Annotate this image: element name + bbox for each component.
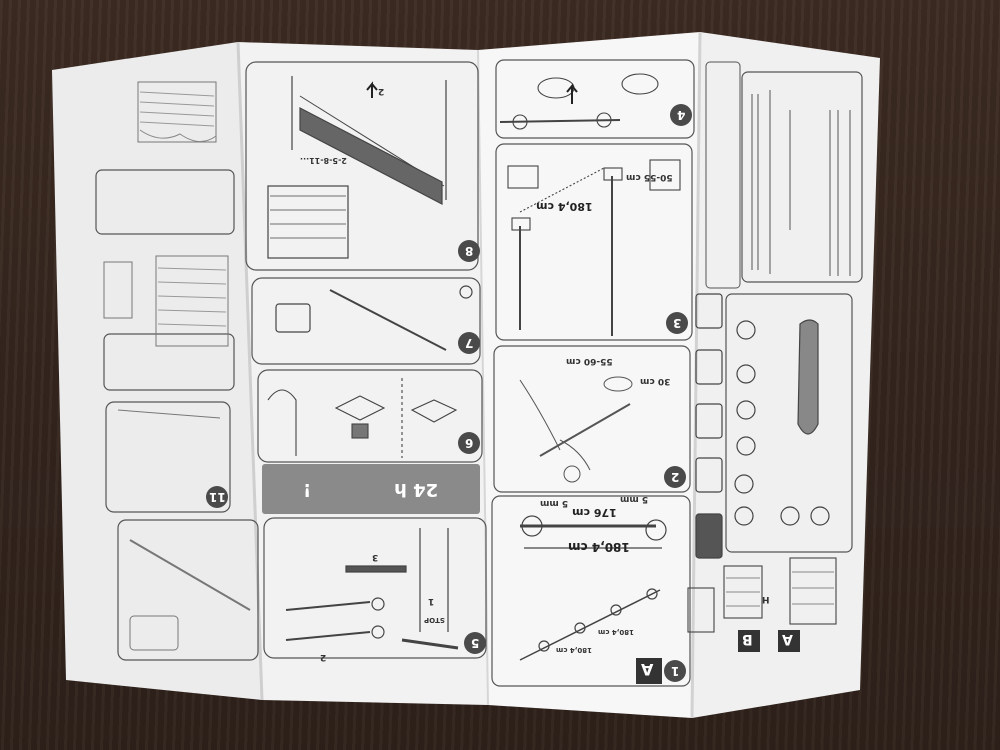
height-range-1-label: 50-55 cm — [626, 172, 673, 182]
variant-b-box — [738, 630, 760, 652]
variant-a-letter: A — [641, 660, 654, 679]
warning-icon: ! — [303, 478, 312, 500]
step-5-sub-1: 1 — [428, 596, 435, 606]
step-7-number: 7 — [458, 332, 480, 354]
step-5-sub-2: 2 — [320, 652, 327, 662]
frame-step-8 — [245, 61, 479, 271]
step-6-number: 6 — [458, 432, 480, 454]
rail-width-label: 176 cm — [572, 506, 617, 519]
variant-a-box — [636, 658, 662, 684]
gap-left-label: 5 mm — [540, 498, 569, 508]
ceiling-distance-label: 30 cm — [640, 376, 671, 386]
panel-far-left — [52, 42, 262, 700]
step-5-number: 5 — [464, 632, 486, 654]
segment-3-label: 180,4 cm — [598, 628, 635, 636]
panel-right — [692, 32, 880, 718]
gap-right-label: 5 mm — [620, 494, 649, 504]
step-1-number: 1 — [664, 660, 686, 682]
step-11-number: 11 — [206, 486, 228, 508]
drying-time-label: 24 h — [394, 478, 439, 500]
frame-step-11 — [105, 401, 231, 513]
frame-step-12 — [117, 519, 259, 661]
frame-step-9 — [95, 169, 235, 235]
height-h-label: H — [762, 594, 770, 604]
frame-parts — [741, 71, 863, 283]
frame-step-2 — [493, 345, 691, 493]
step-4-number: 4 — [670, 104, 692, 126]
variant-a2-box — [778, 630, 800, 652]
panel-center — [478, 32, 700, 718]
frame-step-5 — [263, 517, 487, 659]
step-2-number: 2 — [664, 466, 686, 488]
frame-step-4 — [495, 59, 695, 139]
frame-tools — [725, 293, 853, 553]
step-8-sequence: 2-5-8-11... — [300, 156, 347, 165]
frame-step-6 — [257, 369, 483, 463]
drying-time-banner: ! 24 h — [262, 464, 480, 514]
stop-label: STOP — [424, 616, 445, 624]
variant-a2-letter: A — [782, 631, 793, 647]
total-width-label: 180,4 cm — [568, 540, 630, 554]
frame-step-7 — [251, 277, 481, 365]
step-8-number: 8 — [458, 240, 480, 262]
segment-2-label: 180,4 cm — [556, 646, 593, 654]
step-3-number: 3 — [666, 312, 688, 334]
height-range-2-label: 55-60 cm — [566, 356, 613, 366]
frame-step-1 — [491, 495, 691, 687]
step-8-sub-2: 2 — [378, 86, 385, 96]
step-5-sub-3: 3 — [372, 552, 379, 562]
height-180-label: 180,4 cm — [536, 200, 593, 213]
frame-step-10 — [103, 333, 235, 391]
panel-left — [238, 42, 488, 705]
frame-step-3 — [495, 143, 693, 341]
variant-b-letter: B — [742, 631, 753, 647]
